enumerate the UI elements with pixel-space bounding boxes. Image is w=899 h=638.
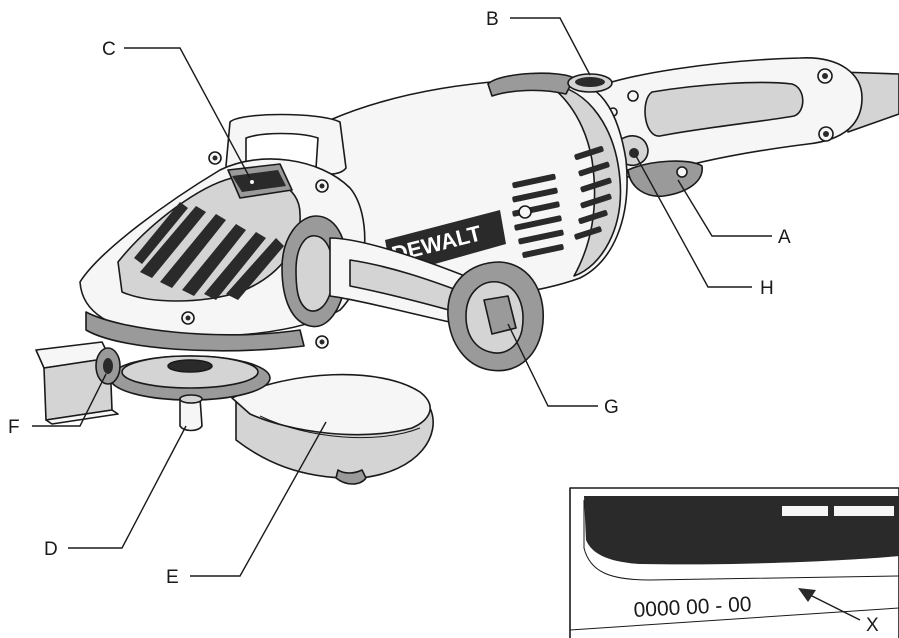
leader-a xyxy=(677,179,772,237)
spindle-flange xyxy=(109,355,271,401)
side-handle xyxy=(281,215,544,372)
spindle xyxy=(179,394,203,432)
callout-g: G xyxy=(604,397,619,418)
wheel-guard xyxy=(231,373,434,485)
leader-c xyxy=(124,47,251,179)
leader-f xyxy=(32,373,107,427)
guard-clamp xyxy=(35,341,121,425)
spindle-lock-button xyxy=(567,73,613,93)
callout-e: E xyxy=(166,567,179,588)
gear-case-louvers xyxy=(134,202,284,300)
callout-f: F xyxy=(8,417,20,438)
leader-g xyxy=(507,323,598,407)
leader-lines xyxy=(32,17,772,577)
callout-x: X xyxy=(866,615,879,636)
brush-cap xyxy=(227,163,293,199)
trigger-switch xyxy=(627,160,703,197)
callout-c: C xyxy=(102,39,116,60)
rear-handle xyxy=(584,57,899,179)
leader-h xyxy=(635,155,752,288)
vent-slots-rear xyxy=(574,146,612,240)
leader-e xyxy=(190,421,327,577)
inset-window-right xyxy=(834,506,894,516)
callout-labels: B C A H G F D E X xyxy=(8,9,879,636)
callout-d: D xyxy=(44,539,58,560)
vent-slots xyxy=(512,146,612,258)
inset-window-left xyxy=(782,506,828,516)
date-code-inset: 0000 00 - 00 xyxy=(569,487,899,638)
callout-b: B xyxy=(486,9,499,30)
callout-a: A xyxy=(778,227,791,248)
callout-h: H xyxy=(760,278,774,299)
leader-d xyxy=(68,425,187,549)
leader-b xyxy=(510,17,591,76)
